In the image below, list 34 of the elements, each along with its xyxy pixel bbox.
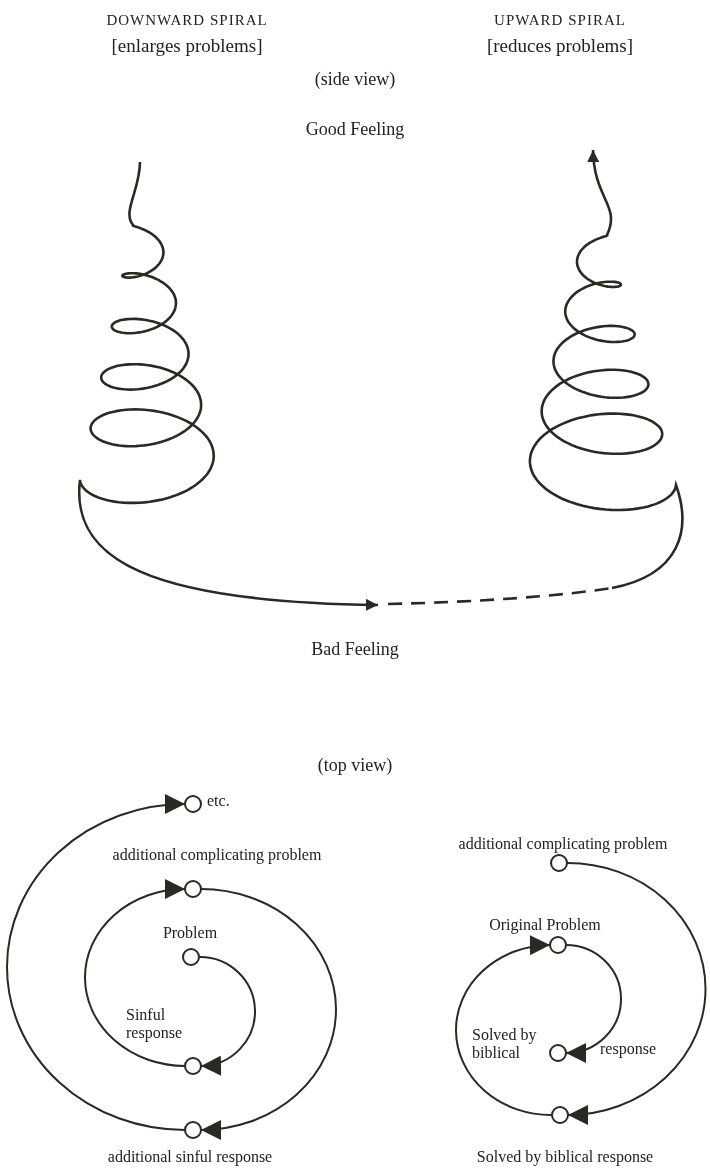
junction-circle <box>184 880 202 898</box>
node-label: etc. <box>207 792 230 810</box>
arrow <box>565 944 622 1062</box>
junction-circle <box>184 1121 202 1139</box>
arrow <box>200 888 337 1139</box>
junction-circle <box>550 854 568 872</box>
node-label: Solved by biblical <box>472 1026 538 1062</box>
node-label: Sinful response <box>126 1006 183 1042</box>
arrow <box>566 862 707 1124</box>
junction-circle <box>184 1057 202 1075</box>
junction-circle <box>549 936 567 954</box>
spiral-subtitle: [enlarges problems] <box>111 36 263 57</box>
feeling-label: Good Feeling <box>305 120 405 140</box>
node-label: response <box>600 1040 656 1058</box>
feeling-label: Bad Feeling <box>311 640 399 660</box>
node-label: additional complicating problem <box>112 846 322 864</box>
arrow <box>198 956 256 1075</box>
arrow <box>455 936 553 1116</box>
spiral-title: UPWARD SPIRAL <box>494 12 626 29</box>
view-caption: (side view) <box>314 70 396 90</box>
junction-circle <box>184 795 202 813</box>
spiral-subtitle: [reduces problems] <box>486 36 634 57</box>
arrow <box>84 880 186 1067</box>
spiral-title: DOWNWARD SPIRAL <box>106 12 268 29</box>
node-label: Problem <box>162 924 218 942</box>
node-label: additional sinful response <box>107 1148 273 1166</box>
node-label: Original Problem <box>489 916 601 934</box>
junction-circle <box>182 948 200 966</box>
node-label: additional complicating problem <box>458 835 668 853</box>
arrow <box>6 795 186 1131</box>
junction-circle <box>551 1106 569 1124</box>
view-caption: (top view) <box>317 756 393 776</box>
junction-circle <box>549 1044 567 1062</box>
node-label: Solved by biblical response <box>476 1148 654 1166</box>
